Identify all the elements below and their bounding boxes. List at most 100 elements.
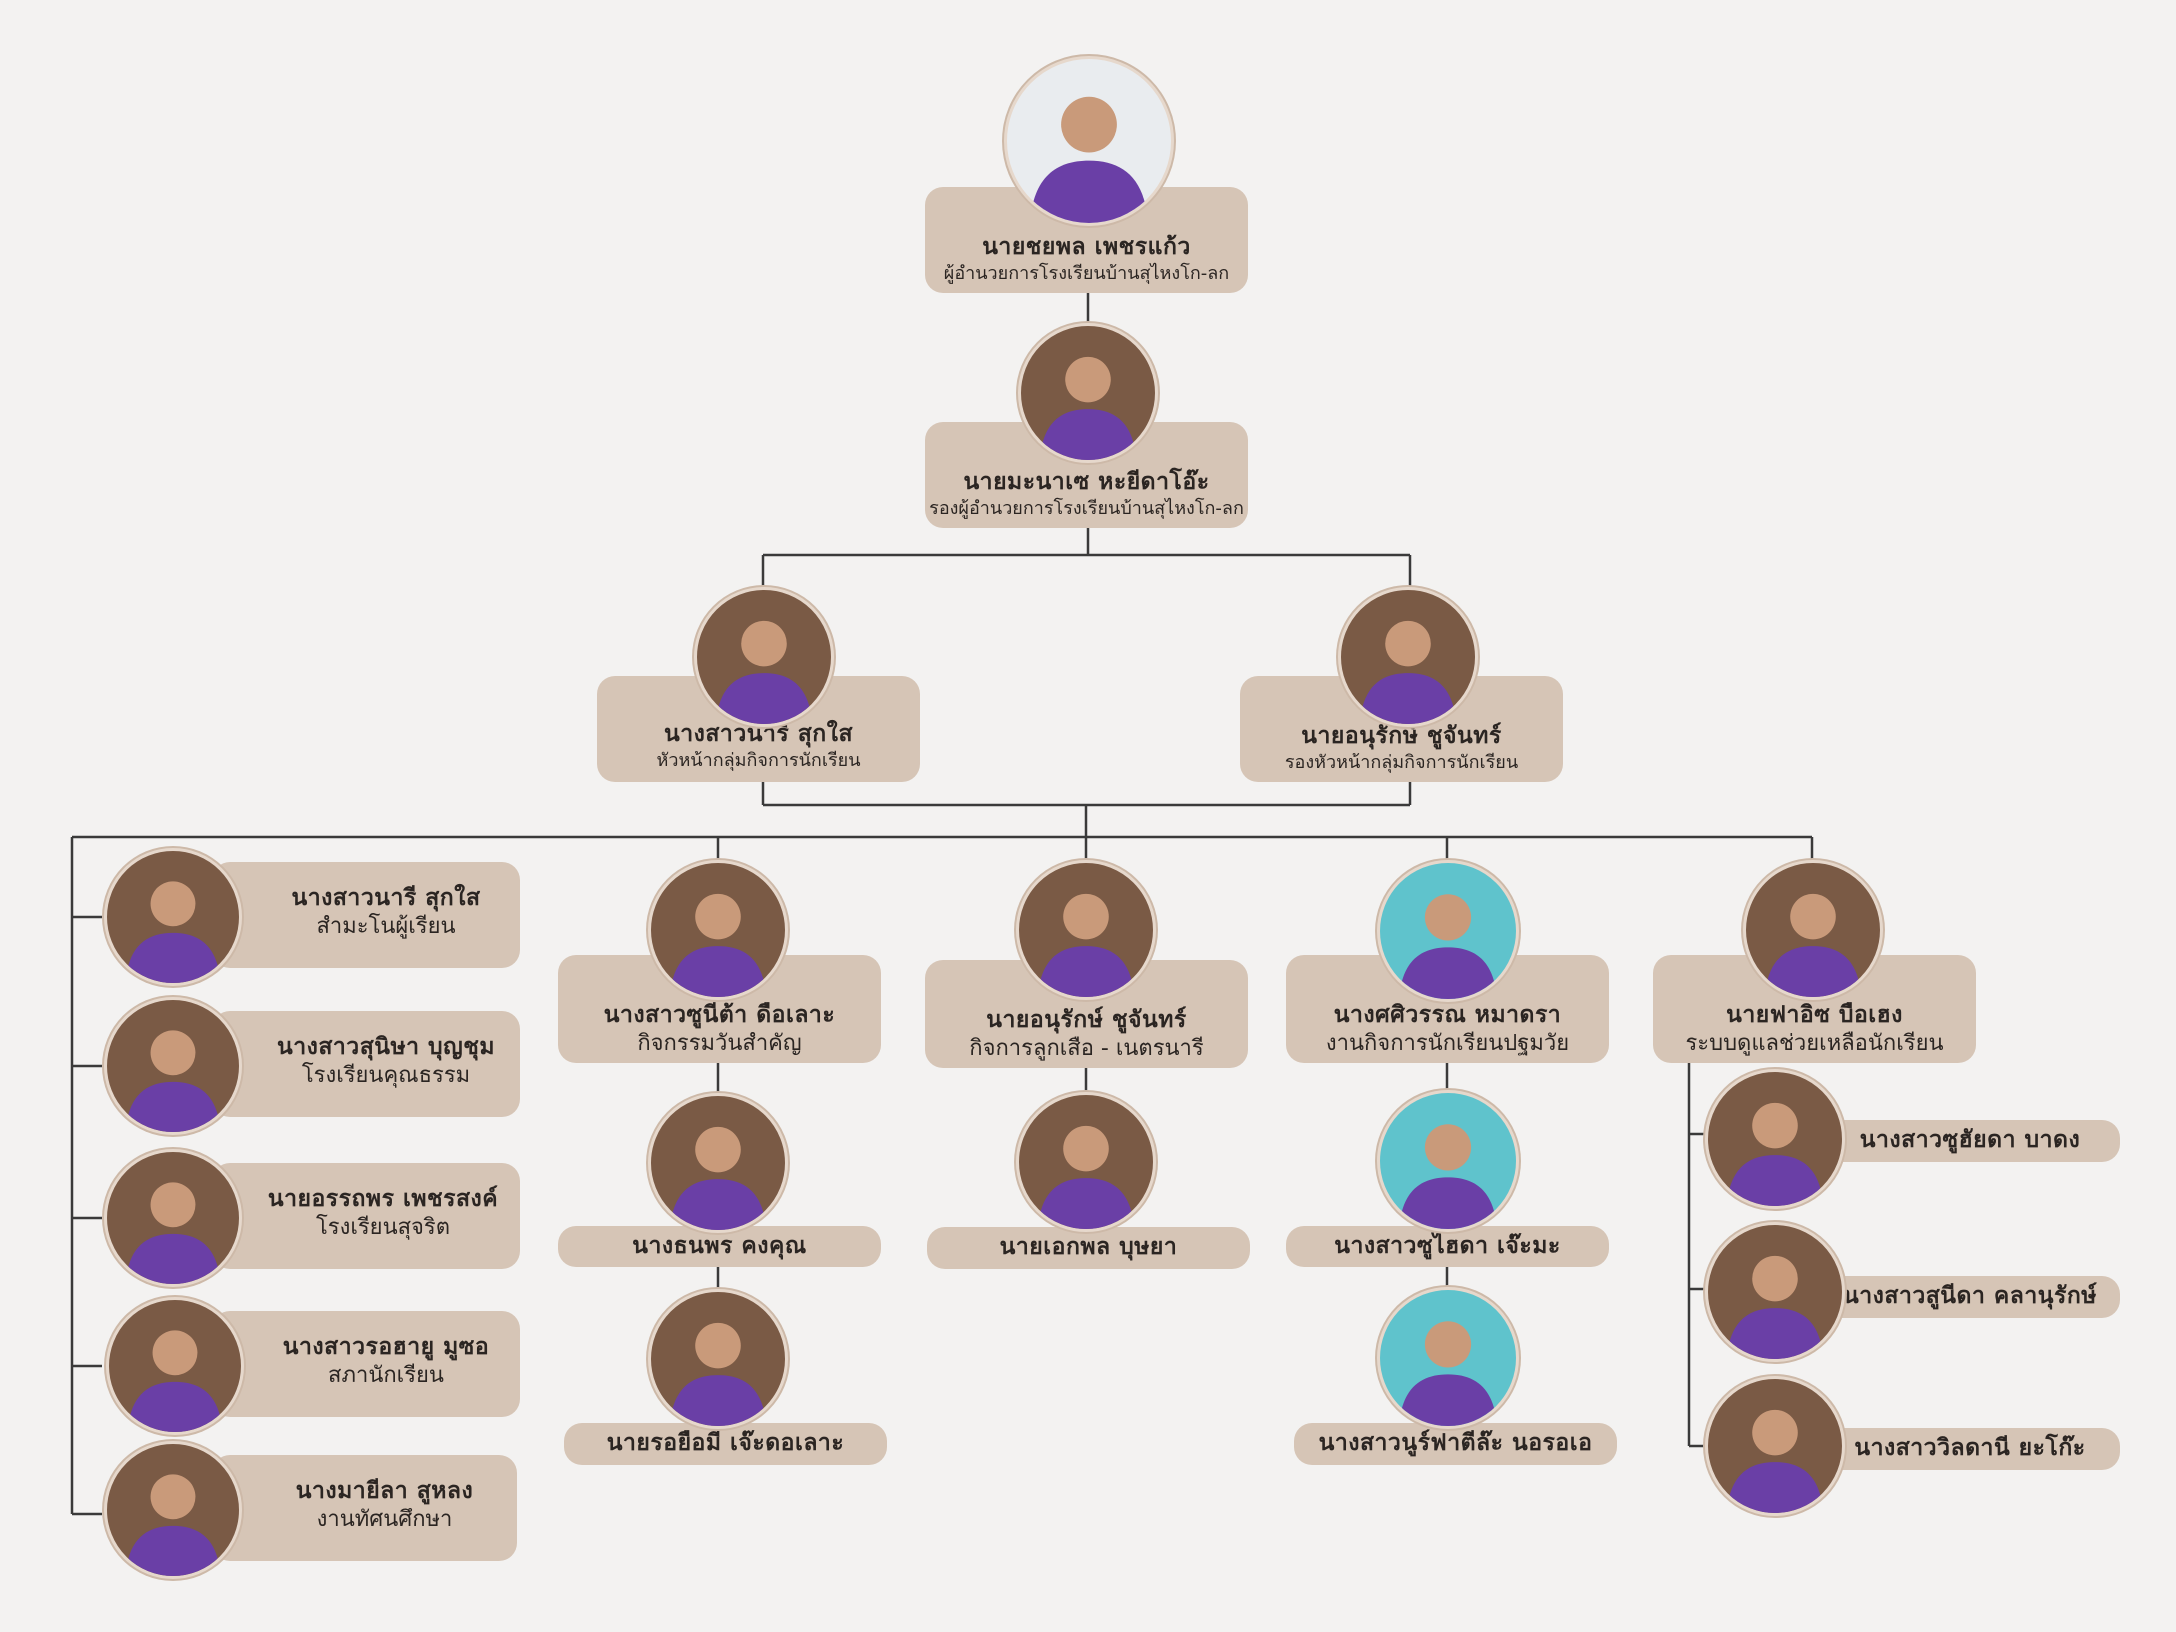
person-body-icon [1037,946,1135,997]
col3-leader-avatar [1016,860,1156,1000]
left-role-4: สภานักเรียน [328,1362,444,1388]
person-body-icon [1726,1462,1824,1513]
person-silhouette-icon [1764,893,1862,997]
person-head-icon [1424,1124,1472,1171]
person-head-icon [1790,893,1836,940]
person-body-icon [1359,673,1457,724]
col4-member-2-name: นางสาวนูร์ฟาตีล๊ะ นอรอเอ [1318,1430,1593,1456]
person-head-icon [1424,1321,1472,1368]
col4-leader-avatar [1377,860,1519,1002]
person-silhouette-icon [125,881,221,983]
left-name-4: นางสาวรอฮายู มูซอ [282,1334,490,1360]
person-head-icon [695,1322,741,1369]
head-role: หัวหน้ากลุ่มกิจการนักเรียน [656,749,861,771]
person-head-icon [1063,1125,1109,1172]
person-head-icon [1424,894,1472,941]
col3-member-1-card: นายเอกพล บุษยา [927,1227,1250,1269]
person-head-icon [695,893,741,940]
person-silhouette-icon [669,1322,767,1426]
col3-member-1-name: นายเอกพล บุษยา [999,1234,1178,1260]
person-silhouette-icon [1399,894,1497,999]
col5-leader-card: นายฟาอิซ บือเฮง ระบบดูแลช่วยเหลือนักเรีย… [1653,955,1976,1063]
person-body-icon [1726,1308,1824,1359]
person-silhouette-icon [669,1126,767,1230]
person-head-icon [695,1126,741,1173]
person-silhouette-icon [1726,1255,1824,1359]
deputy-name: นายมะนาเซ หะยีดาโอ๊ะ [963,469,1210,495]
col4-leader-role: งานกิจการนักเรียนปฐมวัย [1325,1030,1570,1056]
col3-leader-card: นายอนุรักษ์ ชูจันทร์ กิจการลูกเสือ - เนต… [925,960,1248,1068]
left-avatar-4 [106,1297,244,1435]
person-silhouette-icon [1029,96,1149,223]
person-silhouette-icon [1037,1125,1135,1229]
left-avatar-2 [104,997,242,1135]
col4-leader-name: นางศศิวรรณ หมาดรา [1333,1002,1562,1028]
person-body-icon [1764,946,1862,997]
col5-member-1-avatar [1705,1069,1845,1209]
left-role-5: งานทัศนศึกษา [316,1506,453,1532]
col4-member-1-name: นางสาวซูไฮดา เจ๊ะมะ [1334,1233,1561,1259]
person-body-icon [669,946,767,997]
person-silhouette-icon [1359,620,1457,724]
col2-member-2-avatar [648,1289,788,1429]
person-head-icon [1065,356,1111,403]
person-silhouette-icon [1726,1102,1824,1206]
deputy-head-avatar [1338,587,1478,727]
person-silhouette-icon [1399,1124,1497,1229]
person-head-icon [1061,96,1117,153]
left-avatar-3 [104,1149,242,1287]
person-head-icon [150,881,196,927]
col3-member-1-avatar [1016,1092,1156,1232]
director-role: ผู้อำนวยการโรงเรียนบ้านสุไหงโก-ลก [943,262,1230,284]
left-name-1: นางสาวนารี สุกใส [291,885,481,911]
left-name-5: นางมายีลา สูหลง [295,1478,474,1504]
col5-member-2-name: นางสาวสูนีดา คลานุรักษ์ [1843,1283,2097,1309]
col5-member-3-avatar [1705,1376,1845,1516]
person-head-icon [152,1330,198,1376]
person-body-icon [1037,1178,1135,1229]
col2-member-2-name: นายรอยือมี เจ๊ะดอเลาะ [606,1430,845,1456]
col5-leader-avatar [1743,860,1883,1000]
person-head-icon [741,620,787,667]
deputy-head-name: นายอนุรักษ์ ชูจันทร์ [1301,723,1502,749]
col3-leader-name: นายอนุรักษ์ ชูจันทร์ [986,1007,1187,1033]
head-avatar [694,587,834,727]
deputy-role: รองผู้อำนวยการโรงเรียนบ้านสุไหงโก-ลก [929,497,1244,519]
col5-member-2-avatar [1705,1222,1845,1362]
left-role-2: โรงเรียนคุณธรรม [301,1062,471,1088]
deputy-head-card: นายอนุรักษ์ ชูจันทร์ รองหัวหน้ากลุ่มกิจก… [1240,676,1563,782]
person-body-icon [669,1179,767,1230]
person-silhouette-icon [1039,356,1137,460]
person-head-icon [150,1030,196,1076]
person-silhouette-icon [1037,893,1135,997]
person-head-icon [1385,620,1431,667]
person-silhouette-icon [125,1474,221,1576]
person-body-icon [715,673,813,724]
person-body-icon [125,1233,221,1284]
person-body-icon [125,1081,221,1132]
left-role-1: สำมะโนผู้เรียน [316,913,456,939]
person-silhouette-icon [1726,1409,1824,1513]
col2-leader-role: กิจกรรมวันสำคัญ [637,1030,802,1056]
left-role-3: โรงเรียนสุจริต [315,1214,451,1240]
person-body-icon [125,1525,221,1576]
col2-leader-avatar [648,860,788,1000]
left-card-4: นางสาวรอฮายู มูซอ สภานักเรียน [212,1311,520,1417]
col2-member-1-avatar [648,1093,788,1233]
deputy-avatar [1018,323,1158,463]
col4-member-1-avatar [1377,1090,1519,1232]
col5-leader-name: นายฟาอิซ บือเฮง [1726,1002,1903,1028]
person-head-icon [1752,1409,1798,1456]
person-silhouette-icon [125,1182,221,1284]
person-silhouette-icon [1399,1321,1497,1426]
person-head-icon [150,1182,196,1228]
person-body-icon [1399,1374,1497,1426]
left-avatar-5 [104,1441,242,1579]
person-head-icon [1752,1255,1798,1302]
col4-member-2-avatar [1377,1287,1519,1429]
col5-member-1-name: นางสาวซูฮัยดา บาดง [1859,1127,2081,1153]
left-card-1: นางสาวนารี สุกใส สำมะโนผู้เรียน [212,862,520,968]
director-name: นายชยพล เพชรแก้ว [982,234,1191,260]
person-body-icon [669,1375,767,1426]
